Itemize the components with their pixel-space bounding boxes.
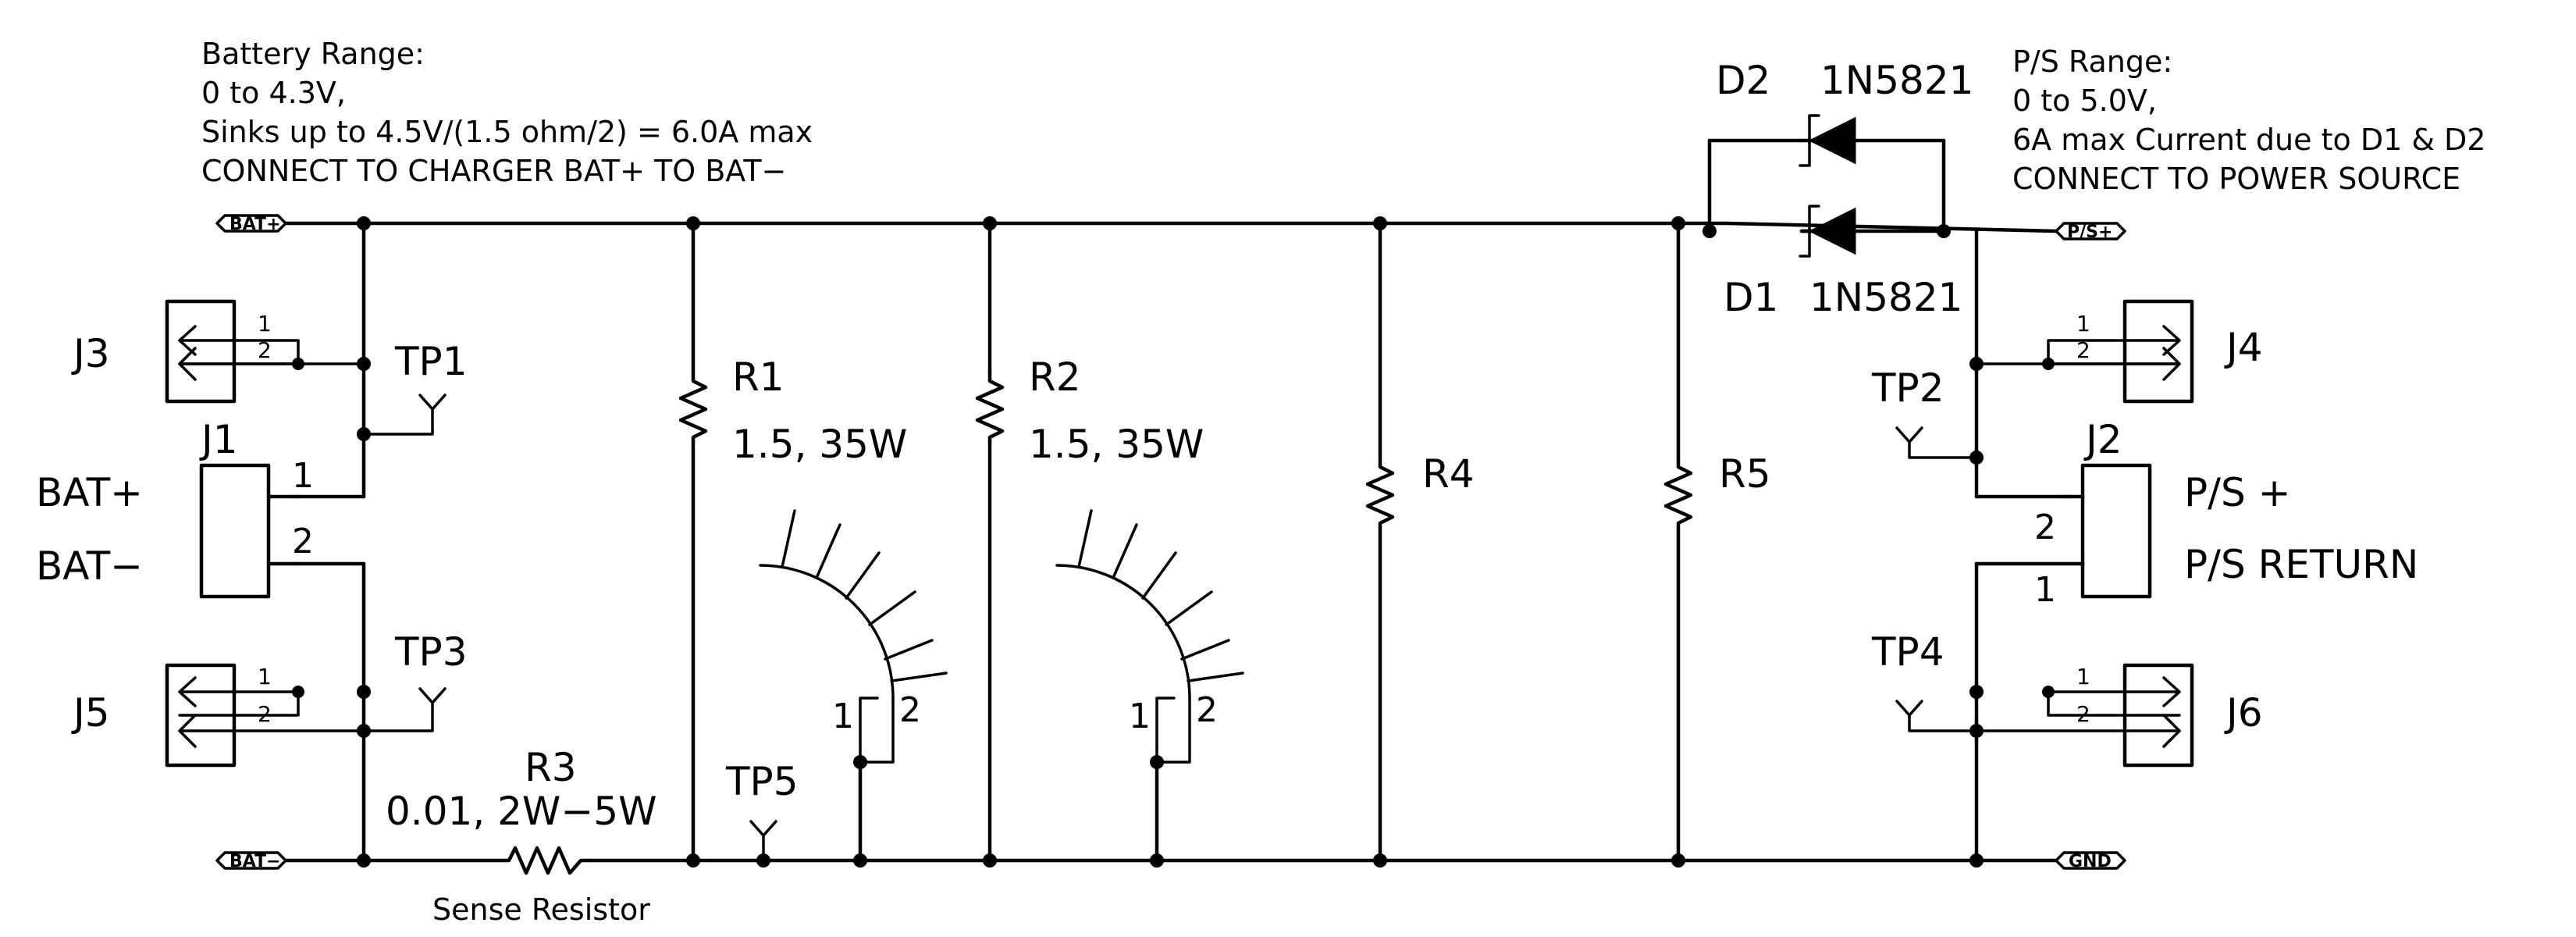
ps-note: P/S Range: 0 to 5.0V, 6A max Current due…: [2012, 45, 2485, 196]
resistor-r2: R2 1.5, 35W: [975, 354, 1204, 467]
connector-j1: J1 1 2 BAT+ BAT−: [36, 417, 314, 599]
ps-note-line-4: CONNECT TO POWER SOURCE: [2012, 162, 2460, 196]
j4-pin1: 1: [2076, 311, 2090, 337]
tp3-ref: TP3: [394, 629, 468, 675]
j5-ref: J5: [71, 690, 110, 736]
tp2-ref: TP2: [1871, 365, 1944, 411]
battery-note-line-4: CONNECT TO CHARGER BAT+ TO BAT−: [201, 154, 786, 188]
heatsink-2-pin1: 1: [1129, 697, 1151, 736]
testpoint-tp2: TP2: [1871, 365, 1978, 459]
j2-ref: J2: [2083, 417, 2122, 462]
ps-note-line-1: P/S Range:: [2012, 45, 2172, 79]
port-ps-plus: P/S+: [2055, 222, 2126, 242]
resistor-r5: R5: [1663, 451, 1771, 530]
j3-pin1: 1: [258, 311, 272, 337]
tp4-ref: TP4: [1871, 629, 1944, 675]
connector-j5: 1 2 J5: [71, 663, 365, 768]
heatsink-symbol-2: 1 2: [1055, 509, 1244, 863]
j2-label-ps-plus: P/S +: [2184, 470, 2291, 515]
j6-ref: J6: [2224, 690, 2263, 736]
testpoint-tp5: TP5: [725, 759, 799, 862]
port-bat-minus-label: BAT−: [229, 852, 281, 871]
d2-part: 1N5821: [1820, 58, 1973, 103]
resistor-r4: R4: [1365, 451, 1475, 530]
testpoint-tp3: TP3: [362, 629, 468, 732]
connector-j6: 1 2 J6: [1975, 663, 2263, 768]
r2-value: 1.5, 35W: [1029, 422, 1204, 467]
d1-ref: D1: [1724, 275, 1778, 320]
battery-note-line-2: 0 to 4.3V,: [201, 76, 346, 110]
ps-note-line-3: 6A max Current due to D1 & D2: [2012, 123, 2485, 157]
r3-caption: Sense Resistor: [432, 892, 650, 927]
tp5-ref: TP5: [725, 759, 799, 804]
r1-value: 1.5, 35W: [732, 422, 907, 467]
j6-pin1: 1: [2076, 664, 2090, 689]
diode-d1: D1 1N5821: [1724, 205, 1962, 320]
resistor-r3: R3 0.01, 2W−5W Sense Resistor: [386, 745, 657, 927]
battery-note-line-1: Battery Range:: [201, 37, 425, 71]
tp1-ref: TP1: [394, 339, 468, 384]
ps-note-line-2: 0 to 5.0V,: [2012, 84, 2157, 118]
port-bat-plus-label: BAT+: [229, 215, 281, 234]
j5-pin1: 1: [258, 664, 272, 689]
heatsink-1-pin2: 2: [899, 690, 921, 730]
port-bat-minus: BAT−: [215, 851, 287, 871]
r4-ref: R4: [1422, 451, 1475, 497]
connector-j4: 1 2 J4: [1975, 299, 2263, 404]
j2-pin2: 2: [2034, 508, 2056, 547]
j3-ref: J3: [71, 331, 110, 376]
j1-pin1: 1: [292, 456, 314, 496]
diode-d2: D2 1N5821: [1716, 58, 1973, 167]
port-bat-plus: BAT+: [215, 214, 287, 234]
j1-pin2: 2: [292, 522, 314, 561]
testpoint-tp1: TP1: [362, 339, 468, 436]
j2-pin1: 1: [2034, 570, 2056, 610]
heatsink-1-pin1: 1: [832, 697, 854, 736]
j6-pin2: 2: [2076, 701, 2090, 727]
port-gnd: GND: [2055, 851, 2126, 871]
j3-pin2: 2: [258, 337, 272, 363]
j5-pin2: 2: [258, 701, 272, 727]
r3-value: 0.01, 2W−5W: [386, 789, 657, 834]
r5-ref: R5: [1719, 451, 1771, 497]
r1-ref: R1: [732, 354, 785, 400]
battery-note: Battery Range: 0 to 4.3V, Sinks up to 4.…: [201, 37, 813, 188]
j1-label-bat-minus: BAT−: [36, 543, 143, 589]
j4-ref: J4: [2224, 325, 2263, 370]
testpoint-tp4: TP4: [1871, 629, 1978, 732]
r2-ref: R2: [1029, 354, 1081, 400]
heatsink-2-pin2: 2: [1196, 690, 1218, 730]
j2-label-ps-return: P/S RETURN: [2184, 542, 2418, 587]
port-gnd-label: GND: [2069, 852, 2112, 871]
connector-j3: 1 2 J3: [71, 299, 365, 404]
d2-ref: D2: [1716, 58, 1770, 103]
heatsink-symbol-1: 1 2: [759, 509, 948, 863]
d1-part: 1N5821: [1809, 275, 1962, 320]
r3-ref: R3: [525, 745, 577, 790]
j1-label-bat-plus: BAT+: [36, 470, 143, 515]
port-ps-plus-label: P/S+: [2067, 223, 2112, 242]
j1-ref: J1: [199, 417, 238, 462]
connector-j2: J2 2 1 P/S + P/S RETURN: [2034, 417, 2418, 610]
battery-note-line-3: Sinks up to 4.5V/(1.5 ohm/2) = 6.0A max: [201, 115, 813, 149]
j4-pin2: 2: [2076, 337, 2090, 363]
resistor-r1: R1 1.5, 35W: [678, 354, 907, 467]
